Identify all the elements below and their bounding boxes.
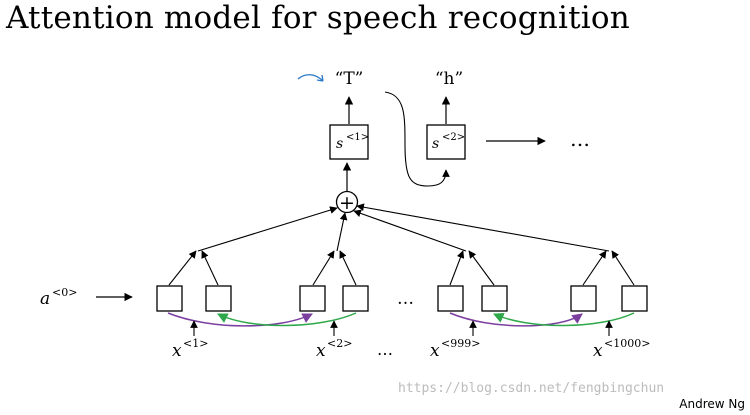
input-sup-999: <999> [441,337,480,350]
input-arrows [190,320,613,336]
input-sup-2: <2> [327,337,352,350]
initial-activation-symbol: a [40,289,50,309]
encoder-boxes [156,285,648,312]
encoder-box [299,285,326,312]
pair-junction-lines [168,250,635,286]
input-symbol-999: x [430,341,440,361]
middle-ellipsis: … [397,289,414,309]
decoder-state-box-1 [329,124,369,160]
input-symbol-1: x [172,341,182,361]
decoder-state-symbol-1: s [336,136,343,152]
encoder-box [621,285,648,312]
encoder-box [156,285,183,312]
encoder-box [481,285,508,312]
backward-recurrence-arrows [217,312,635,327]
output-label-2: “h” [435,69,463,89]
decoder-state-sup-2: <2> [442,132,465,143]
decoder-state-sup-1: <1> [346,132,369,143]
output-ellipsis: … [570,127,590,151]
decoder-state-box-2 [426,124,466,160]
encoder-box [437,285,464,312]
encoder-box [342,285,369,312]
attention-lines [197,203,610,252]
input-sup-1000: <1000> [604,337,650,350]
initial-activation-sup: <0> [52,286,77,299]
author-credit: Andrew Ng [679,397,745,411]
input-ellipsis: … [377,340,393,359]
sum-symbol: + [339,192,355,214]
encoder-box [205,285,232,312]
decoder-state-symbol-2: s [432,136,439,152]
input-symbol-1000: x [593,341,603,361]
feedback-curve [384,91,450,187]
annotation-pen-arrow [297,74,324,82]
input-symbol-2: x [316,341,326,361]
watermark-url: https://blog.csdn.net/fengbingchun [398,381,665,396]
input-sup-1: <1> [183,337,208,350]
forward-recurrence-arrows [167,312,583,327]
output-label-1: “T” [335,69,364,89]
encoder-box [570,285,597,312]
slide-title: Attention model for speech recognition [6,0,630,36]
